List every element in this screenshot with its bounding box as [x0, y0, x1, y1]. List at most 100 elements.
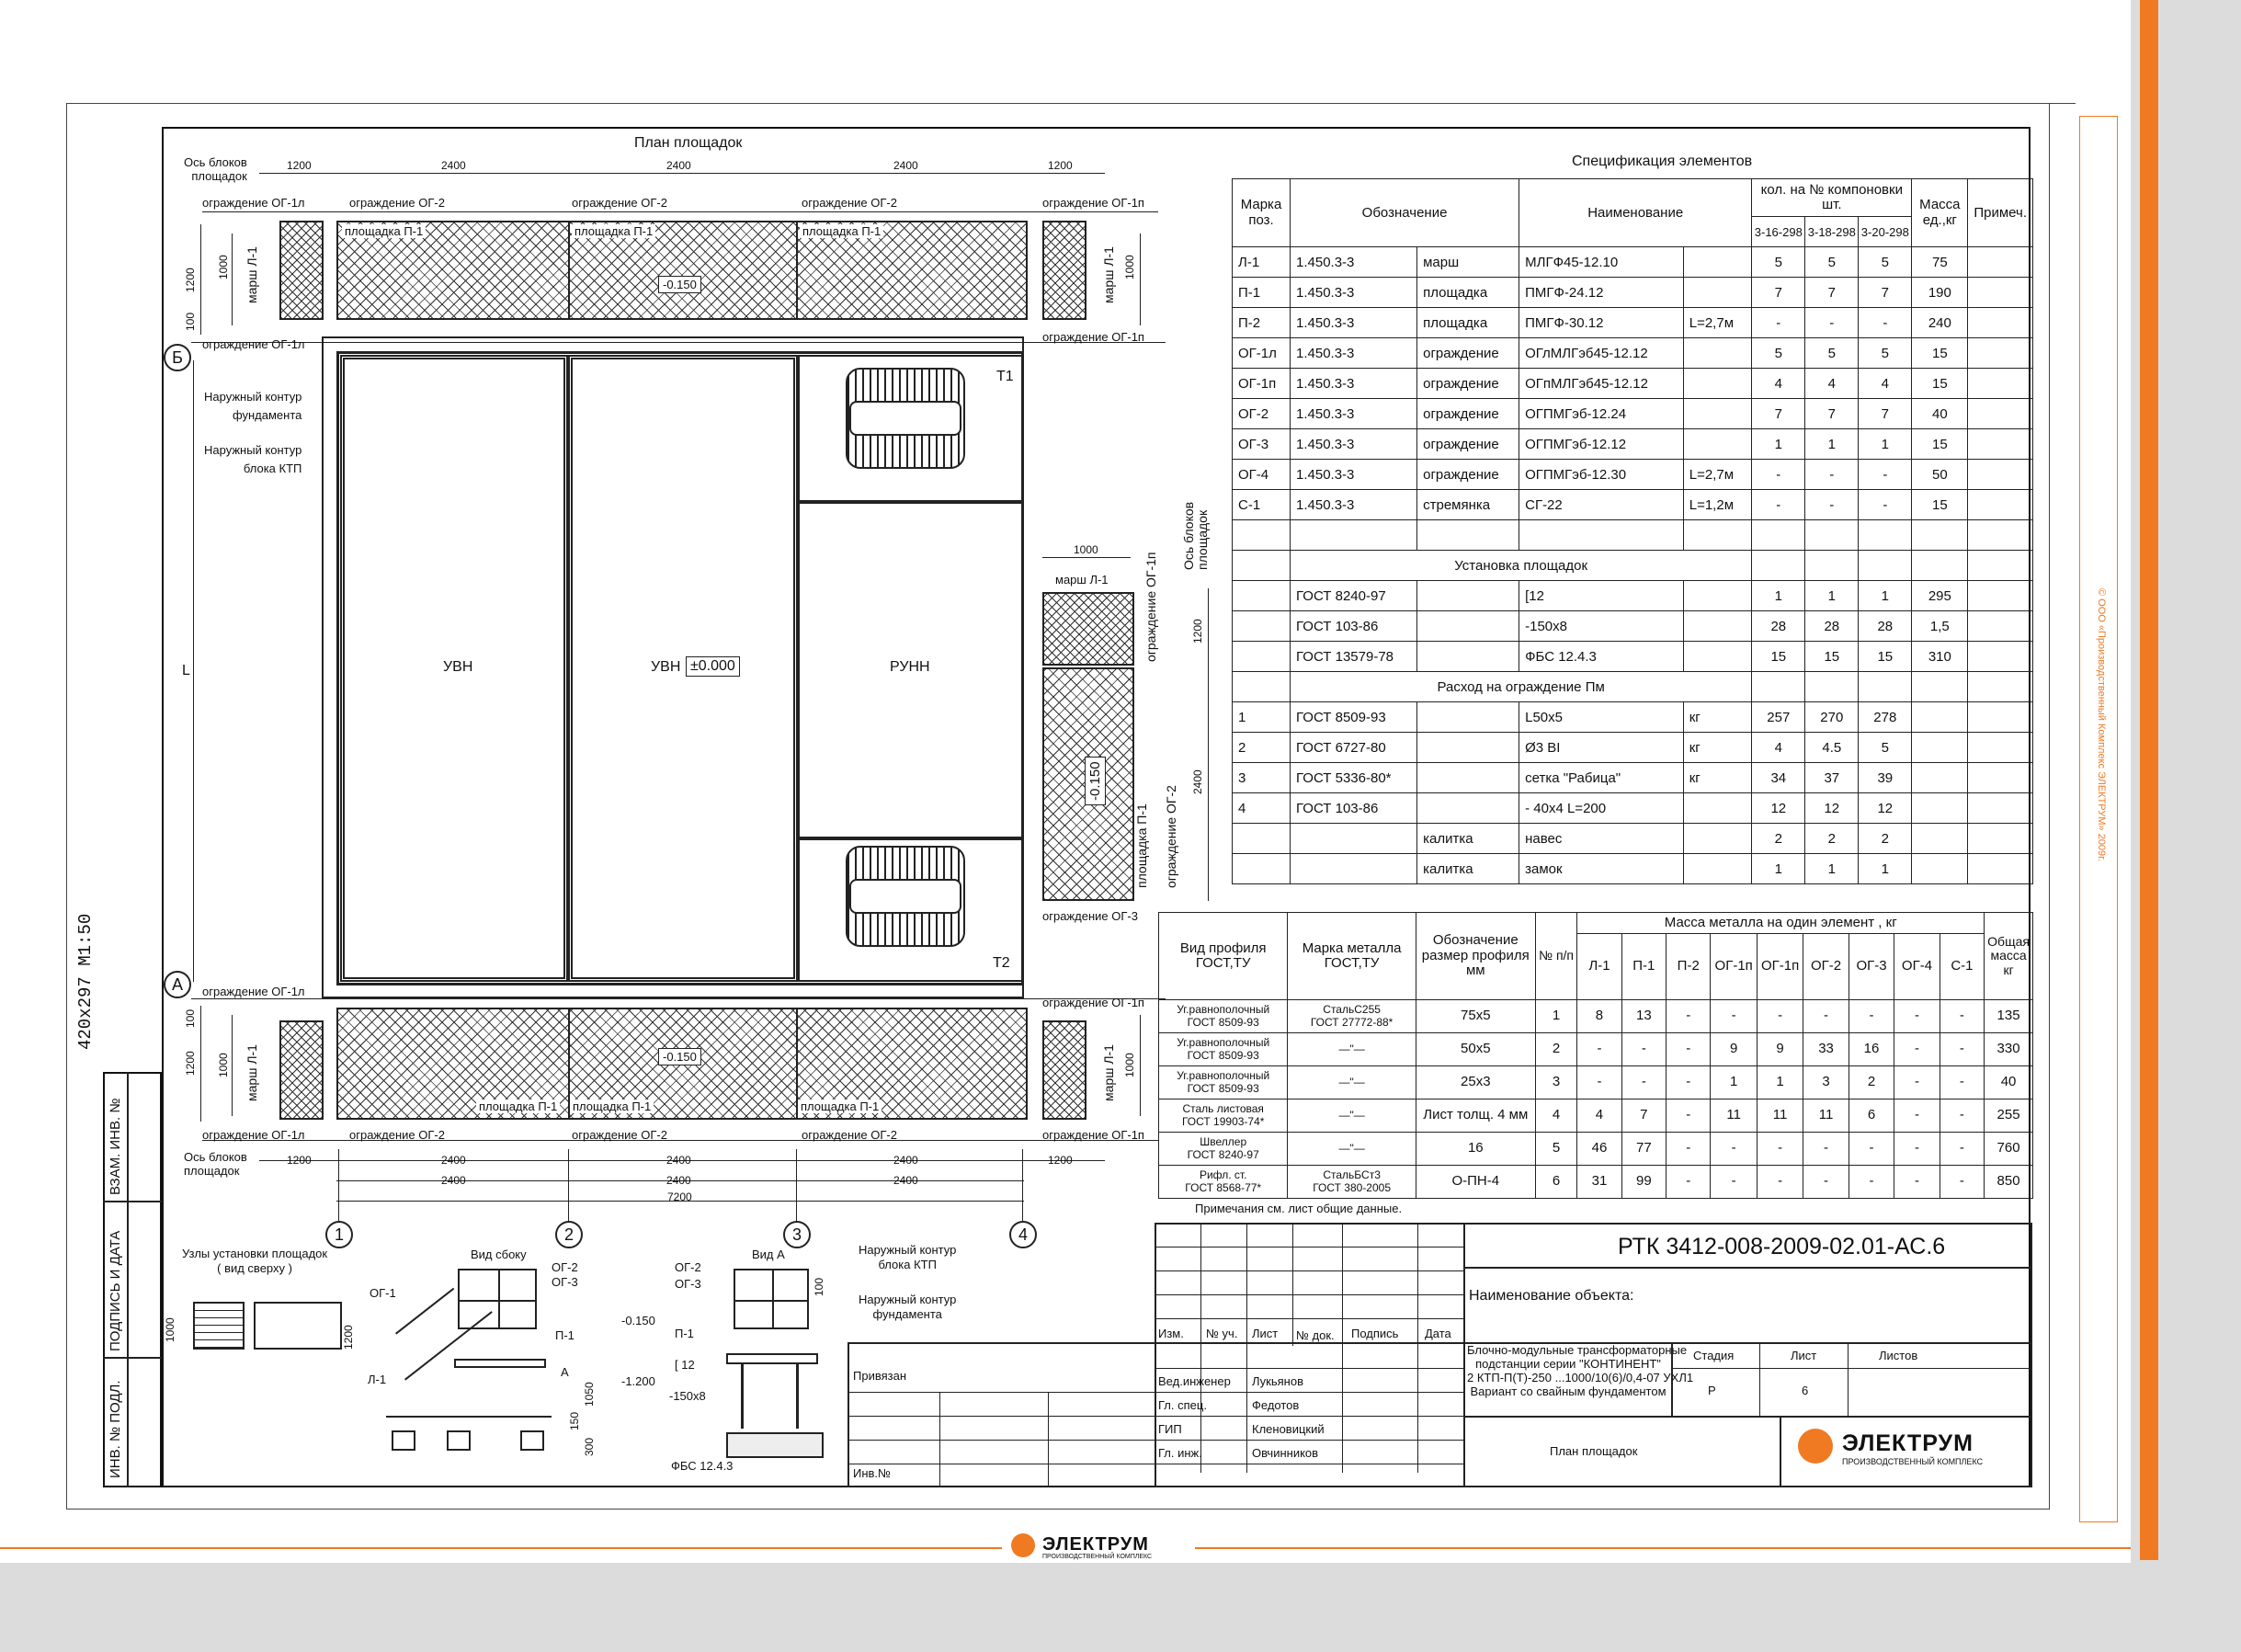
spec2-extra — [1682, 580, 1753, 611]
spec-mark: ОГ-3 — [1232, 428, 1291, 460]
spec-type: стремянка — [1416, 489, 1520, 520]
level-top: -0.150 — [658, 276, 701, 293]
dim-1200-bl: 1200 — [184, 1051, 197, 1076]
spec3-extra — [1682, 823, 1753, 854]
spec-mass: 15 — [1911, 337, 1969, 369]
spec3-note — [1967, 732, 2033, 763]
metal-val: - — [1803, 1132, 1849, 1166]
axis-3-line — [796, 1149, 797, 1223]
spec3-extra — [1682, 853, 1753, 884]
metal-col-head: ОГ-4 — [1894, 933, 1940, 1000]
spec-type: площадка — [1416, 307, 1520, 338]
side-stair — [1042, 592, 1134, 666]
dimv-bl2 — [232, 1015, 233, 1116]
view-a-plate: -150x8 — [669, 1389, 706, 1403]
metal-grade: —"— — [1287, 1099, 1416, 1133]
spec3-q1: 1 — [1751, 853, 1806, 884]
spec-name: ОГПМГэб-12.24 — [1519, 398, 1684, 429]
spec-mass: 240 — [1911, 307, 1969, 338]
spec-h-mass: Масса ед.,кг — [1911, 178, 1969, 247]
metal-col-head: ОГ-3 — [1848, 933, 1895, 1000]
pt-div-1 — [568, 221, 570, 318]
dim-total-line — [336, 1201, 1024, 1202]
dim-top-1: 2400 — [441, 159, 466, 172]
spec-q2: 5 — [1804, 337, 1860, 369]
metal-h-total: Общая масса кг — [1984, 912, 2033, 1000]
metal-val: - — [1576, 1065, 1622, 1099]
spec3-type — [1416, 732, 1520, 763]
fence-bottom-0: ограждение ОГ-1л — [202, 1128, 305, 1142]
spec3-note — [1967, 823, 2033, 854]
spec3-extra: кг — [1682, 762, 1753, 793]
spec3-note — [1967, 792, 2033, 824]
bind-label: Привязан — [853, 1369, 907, 1383]
spec-blank-cell — [1967, 519, 2033, 551]
metal-num: 2 — [1534, 1032, 1578, 1066]
spec-h-note: Примеч. — [1967, 178, 2033, 247]
spec3-note — [1967, 762, 2033, 793]
sheet-val: 6 — [1802, 1384, 1809, 1397]
metal-total: 255 — [1984, 1099, 2033, 1133]
spec-title: Спецификация элементов — [1572, 154, 1753, 169]
view-a-leg1 — [741, 1364, 744, 1429]
spec2-name: -150x8 — [1519, 610, 1684, 642]
metal-val: - — [1894, 1165, 1940, 1199]
transformer-t2-label: Т2 — [993, 955, 1010, 971]
spec-section-1-cell — [1967, 550, 2033, 581]
side-view-deck — [454, 1359, 546, 1368]
left-strip-h2 — [103, 1357, 162, 1359]
spec-blank-cell — [1289, 519, 1418, 551]
spec-q1: - — [1751, 307, 1806, 338]
dim-bottom-3: 2400 — [893, 1154, 918, 1167]
stamp-col-sign: Подпись — [1351, 1327, 1399, 1340]
person-2-name: Кленовицкий — [1252, 1422, 1325, 1436]
spec-extra: L=2,7м — [1682, 459, 1753, 490]
node-dim-1200: 1200 — [342, 1325, 355, 1350]
stair-label-tr: марш Л-1 — [1101, 246, 1116, 303]
platform-bottom-1: площадка П-1 — [570, 1099, 654, 1113]
side-stair-label: марш Л-1 — [1055, 573, 1109, 587]
view-a-fence — [734, 1269, 809, 1329]
metal-col-head: П-1 — [1621, 933, 1667, 1000]
stage-head: Стадия — [1693, 1349, 1735, 1362]
spec-extra — [1682, 398, 1753, 429]
side-dim-2400: 2400 — [1191, 769, 1204, 794]
platform-top-1: площадка П-1 — [572, 224, 656, 238]
bind-h3 — [847, 1440, 1155, 1441]
spec3-mass — [1911, 732, 1969, 763]
stamp-v-main — [1463, 1223, 1465, 1487]
spec-note — [1967, 489, 2033, 520]
metal-val: 6 — [1848, 1099, 1895, 1133]
stamp-col-date: Дата — [1425, 1327, 1451, 1340]
spec-extra: L=2,7м — [1682, 307, 1753, 338]
spec-desig: 1.450.3-3 — [1289, 489, 1418, 520]
stair-label-br: марш Л-1 — [1101, 1044, 1116, 1101]
metal-val: - — [1756, 999, 1804, 1033]
metal-val: - — [1710, 1132, 1758, 1166]
stamp-col-izm: Изм. — [1158, 1327, 1184, 1340]
person-3-name: Овчинников — [1252, 1446, 1319, 1460]
side-dim-300: 300 — [583, 1437, 596, 1456]
room-label-uvn-1: УВН — [443, 659, 473, 675]
spec2-desig: ГОСТ 13579-78 — [1289, 641, 1418, 672]
spec-q2: 7 — [1804, 277, 1860, 308]
pb-div-2 — [796, 1008, 798, 1118]
spec-mass: 40 — [1911, 398, 1969, 429]
metal-val: - — [1939, 999, 1985, 1033]
left-cell-sign: ПОДПИСЬ И ДАТА — [108, 1230, 123, 1351]
dim-bottom-1: 2400 — [441, 1154, 466, 1167]
view-a-deck — [726, 1353, 818, 1364]
metal-col-head: С-1 — [1939, 933, 1985, 1000]
spec3-name: Ø3 BI — [1519, 732, 1684, 763]
metal-val: 77 — [1621, 1132, 1667, 1166]
stamp-grid-h5 — [1155, 1342, 1463, 1344]
side-label-a: А — [561, 1365, 569, 1379]
bind-h1 — [847, 1392, 1155, 1393]
bind-h2 — [847, 1416, 1155, 1417]
spec-note — [1967, 459, 2033, 490]
spec-note — [1967, 337, 2033, 369]
